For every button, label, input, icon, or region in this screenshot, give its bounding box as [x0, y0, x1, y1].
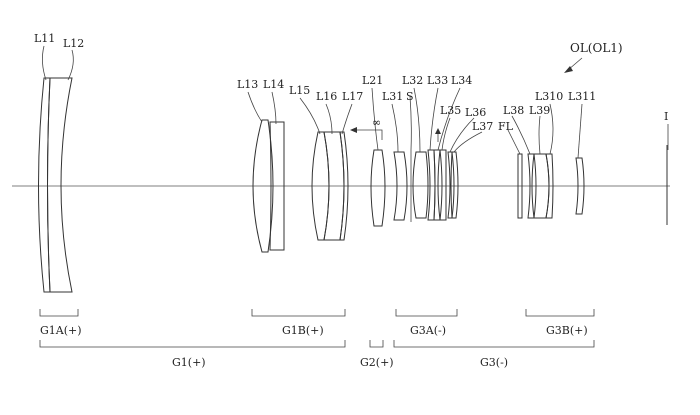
group-label-g3: G3(-): [480, 356, 508, 369]
label-fl: FL: [498, 120, 514, 133]
lens-l14: [269, 121, 285, 251]
lens-l311: [575, 157, 585, 215]
label-l38: L38: [503, 104, 524, 117]
lens-l17: [339, 131, 349, 241]
label-l37: L37: [472, 120, 493, 133]
label-l17: L17: [342, 90, 363, 103]
group-label-g1b: G1B(+): [282, 324, 324, 337]
lens-l32: [412, 151, 429, 219]
figure-ref-arrow: [564, 57, 583, 73]
stop-arrow: [435, 128, 441, 142]
filter-fl: [517, 153, 523, 219]
label-l31: L31: [382, 90, 403, 103]
group-label-g3b: G3B(+): [546, 324, 588, 337]
focus-arrow: [350, 127, 383, 140]
lens-l310: [545, 153, 554, 219]
bracket-g2: [369, 340, 384, 348]
infinity-symbol: ∞: [372, 116, 381, 129]
label-l36: L36: [465, 106, 486, 119]
label-s: S: [406, 90, 414, 103]
label-l14: L14: [263, 78, 284, 91]
lens-l12: [47, 77, 73, 293]
lens-l37: [450, 151, 459, 219]
leader-lines: [42, 45, 669, 159]
lens-l21: [370, 149, 386, 227]
label-l16: L16: [316, 90, 337, 103]
bracket-g1: [39, 340, 346, 348]
bracket-g3: [393, 340, 595, 348]
lens-l31: [393, 151, 408, 221]
label-l34: L34: [451, 74, 472, 87]
label-l11: L11: [34, 32, 55, 45]
label-l21: L21: [362, 74, 383, 87]
bracket-g1b: [251, 309, 346, 317]
group-label-g1a: G1A(+): [40, 324, 82, 337]
label-l39: L39: [529, 104, 550, 117]
label-l13: L13: [237, 78, 258, 91]
figure-ref-label: OL(OL1): [570, 41, 623, 55]
label-l15: L15: [289, 84, 310, 97]
bracket-g3b: [525, 309, 595, 317]
label-l33: L33: [427, 74, 448, 87]
label-l12: L12: [63, 37, 84, 50]
label-l311: L311: [568, 90, 596, 103]
bracket-g1a: [39, 309, 79, 317]
group-label-g2: G2(+): [360, 356, 394, 369]
lens-l33: [427, 149, 436, 221]
label-l32: L32: [402, 74, 423, 87]
lens-l35: [437, 149, 447, 221]
group-label-g1: G1(+): [172, 356, 206, 369]
label-i: I: [664, 110, 668, 123]
label-l310: L310: [535, 90, 563, 103]
label-l35: L35: [440, 104, 461, 117]
lens-l13: [252, 119, 274, 253]
bracket-g3a: [395, 309, 458, 317]
group-label-g3a: G3A(-): [410, 324, 446, 337]
